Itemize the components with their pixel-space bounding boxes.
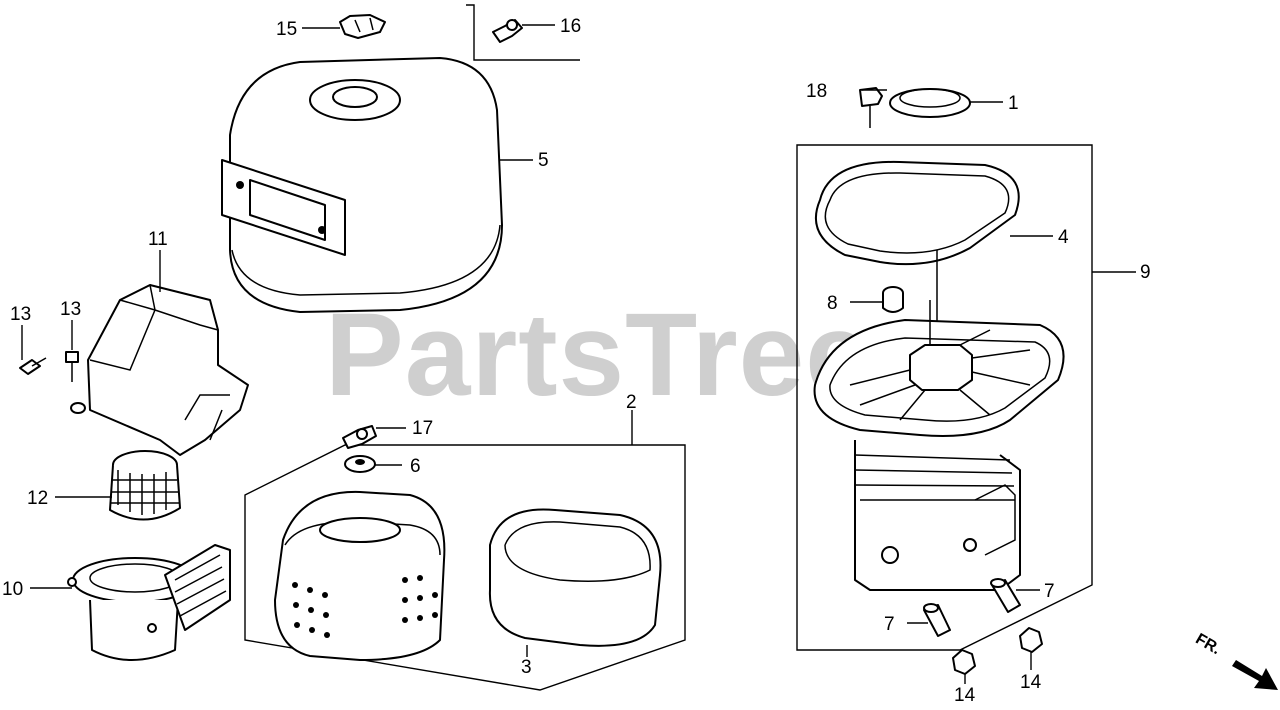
callout-13b: 13 — [60, 299, 81, 320]
part-nut-14a — [952, 649, 976, 675]
leader-lines — [21, 24, 1136, 684]
direction-arrow-icon — [1232, 660, 1278, 690]
part-base — [67, 544, 231, 661]
callout-7a: 7 — [1044, 581, 1055, 602]
direction-label: FR. — [1193, 631, 1224, 659]
part-bolt-13a — [19, 357, 47, 375]
callout-8: 8 — [827, 293, 838, 314]
part-nut-14b — [1019, 627, 1043, 653]
part-wing-nut-17 — [342, 425, 377, 449]
callout-18: 18 — [806, 81, 827, 102]
group-box-element-kit — [244, 444, 686, 691]
part-elbow-cover — [70, 284, 249, 456]
callout-16: 16 — [560, 16, 581, 37]
callout-6: 6 — [410, 456, 421, 477]
callout-14b: 14 — [1020, 672, 1042, 693]
callout-1: 1 — [1008, 93, 1019, 114]
callout-3: 3 — [521, 657, 532, 678]
callout-13a: 13 — [10, 304, 31, 325]
part-screen — [109, 450, 181, 521]
part-clip-15 — [339, 14, 386, 39]
callout-9: 9 — [1140, 262, 1151, 283]
part-paper-element — [274, 490, 446, 661]
part-collar — [882, 286, 904, 313]
callout-17: 17 — [412, 418, 433, 439]
callout-7b: 7 — [884, 614, 895, 635]
part-bolt-18 — [859, 87, 883, 128]
part-outer-cover — [221, 57, 503, 313]
part-tube-7b — [923, 603, 951, 637]
callout-labels: 15 16 18 1 5 4 9 8 11 13 13 2 17 6 12 10… — [2, 16, 1151, 706]
part-air-cleaner-case — [813, 250, 1065, 591]
callout-4: 4 — [1058, 227, 1069, 248]
callout-5: 5 — [538, 150, 549, 171]
callout-15: 15 — [276, 19, 297, 40]
part-tube-7a — [990, 578, 1021, 613]
callout-10: 10 — [2, 579, 23, 600]
callout-2: 2 — [626, 392, 637, 413]
watermark: PartsTree — [325, 289, 872, 421]
callout-12: 12 — [27, 488, 48, 509]
part-seal-ring — [889, 88, 971, 118]
callout-11: 11 — [148, 229, 168, 250]
part-gasket — [815, 160, 1020, 266]
part-foam-element — [488, 508, 662, 647]
callout-14a: 14 — [954, 685, 976, 706]
part-wing-nut-16 — [492, 19, 523, 43]
bracket-16 — [466, 4, 580, 61]
part-bolt-13b — [65, 351, 79, 382]
part-grommet — [344, 455, 376, 473]
group-box-case-assembly — [796, 144, 1093, 651]
